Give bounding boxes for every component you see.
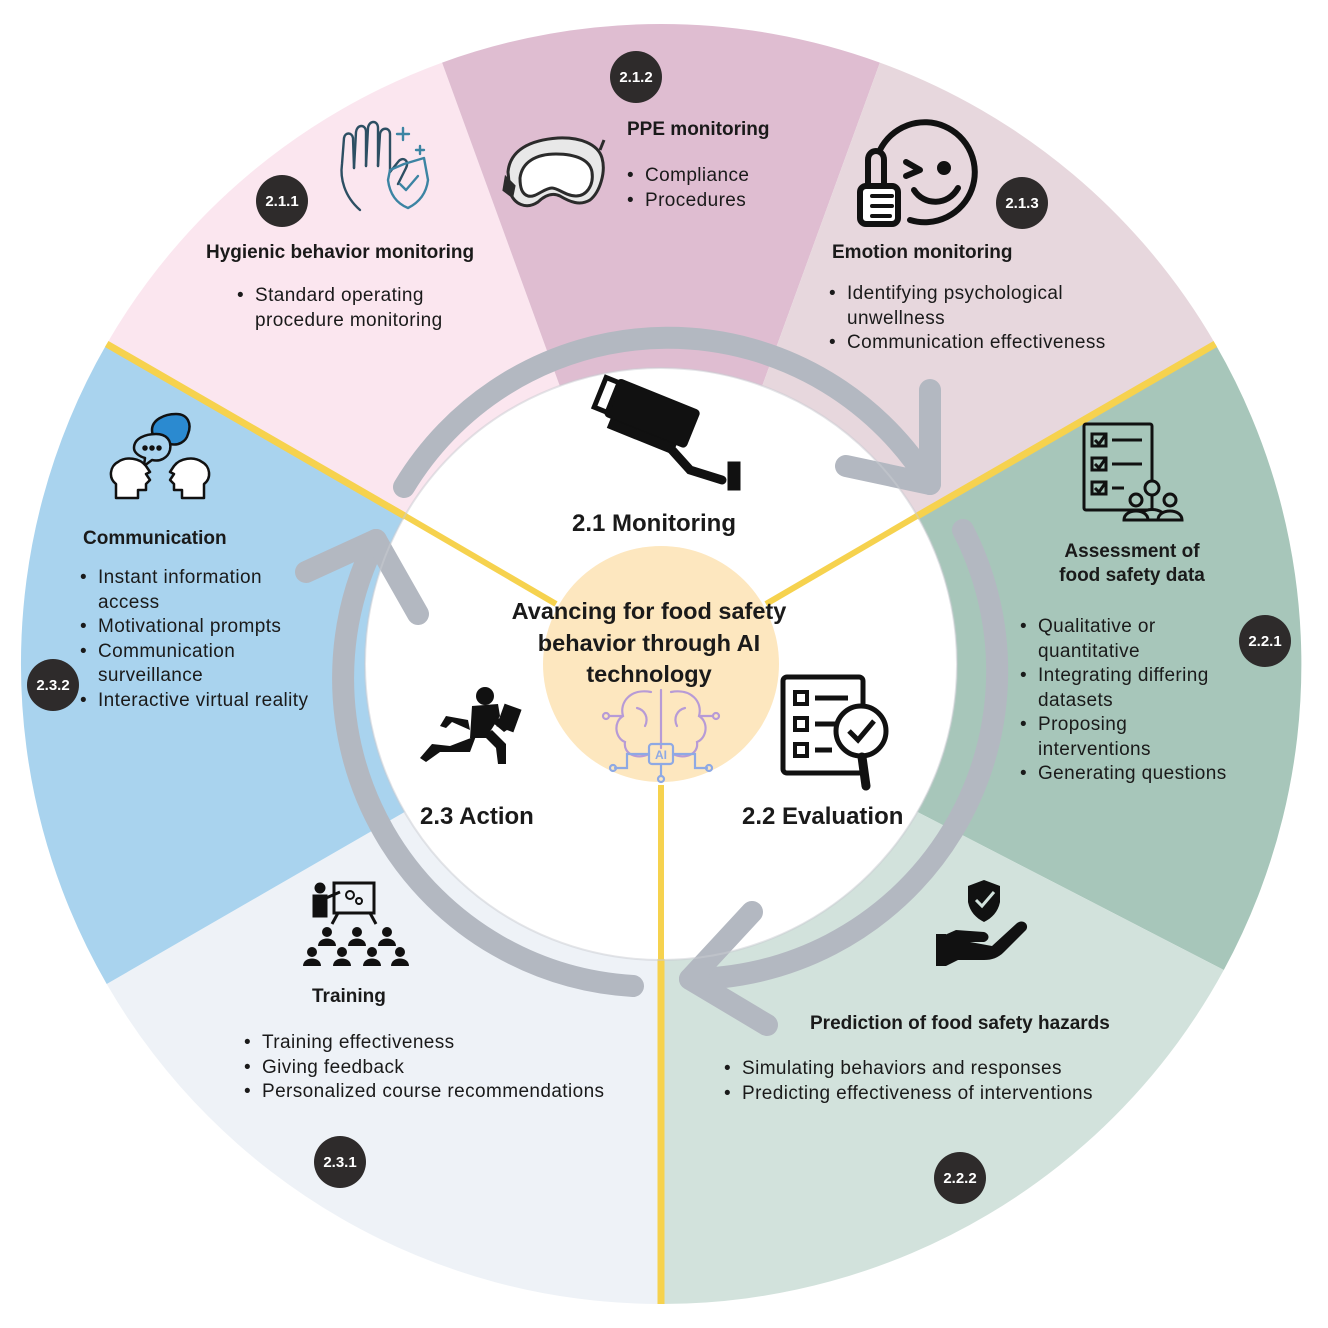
center-disc (543, 546, 779, 782)
list-item: Communication surveillance (80, 640, 315, 689)
badge-2-1-2: 2.1.2 (610, 51, 662, 103)
checklist-group-icon (1082, 422, 1184, 522)
list-item: Personalized course recommendations (244, 1080, 654, 1105)
badge-2-2-2: 2.2.2 (934, 1152, 986, 1204)
ppe-bullets: Compliance Procedures (627, 164, 827, 213)
list-item: Predicting effectiveness of intervention… (724, 1082, 1124, 1107)
hygienic-title: Hygienic behavior monitoring (206, 242, 475, 263)
assessment-bullets: Qualitative or quantitative Integrating … (1020, 615, 1240, 787)
ai-brain-circuit-icon: AI (601, 688, 721, 784)
list-item: Instant information access (80, 566, 315, 615)
list-item: Qualitative or quantitative (1020, 615, 1240, 664)
stage-label-evaluation: 2.2 Evaluation (742, 803, 904, 830)
emotion-bullets: Identifying psychological unwellness Com… (829, 282, 1114, 356)
list-item: Standard operating procedure monitoring (237, 284, 507, 333)
safety-goggles-icon (502, 136, 606, 208)
hygienic-bullets: Standard operating procedure monitoring (237, 284, 507, 333)
communication-bullets: Instant information access Motivational … (80, 566, 315, 713)
badge-2-1-3: 2.1.3 (996, 177, 1048, 229)
winking-face-thumbs-up-icon (857, 119, 978, 227)
hand-shield-sparkle-icon (340, 120, 430, 212)
list-item: Identifying psychological unwellness (829, 282, 1114, 331)
badge-2-1-1: 2.1.1 (256, 175, 308, 227)
list-item: Motivational prompts (80, 615, 315, 640)
list-item: Communication effectiveness (829, 331, 1114, 356)
list-item: Giving feedback (244, 1056, 654, 1081)
stage-dividers (386, 503, 936, 980)
prediction-title: Prediction of food safety hazards (810, 1013, 1110, 1034)
sector-dividers (104, 340, 1218, 1304)
presentation-audience-icon (303, 881, 409, 966)
svg-text:AI: AI (655, 748, 667, 762)
hand-shield-check-icon (936, 880, 1028, 966)
emotion-title: Emotion monitoring (832, 242, 1013, 263)
list-item: Procedures (627, 189, 827, 214)
running-person-briefcase-icon (420, 687, 522, 764)
training-bullets: Training effectiveness Giving feedback P… (244, 1031, 654, 1105)
list-item: Simulating behaviors and responses (724, 1057, 1124, 1082)
stage-label-action: 2.3 Action (420, 803, 534, 830)
prediction-bullets: Simulating behaviors and responses Predi… (724, 1057, 1124, 1106)
list-item: Compliance (627, 164, 827, 189)
cctv-camera-icon (590, 374, 741, 491)
two-heads-speech-bubbles-icon (109, 412, 211, 500)
list-item: Interactive virtual reality (80, 689, 315, 714)
list-item: Generating questions (1020, 762, 1240, 787)
list-item: Integrating differing datasets (1020, 664, 1240, 713)
center-title: Avancing for food safety behavior throug… (511, 598, 787, 687)
assessment-title-line-1: Assessment of (1064, 541, 1200, 562)
badge-2-3-2: 2.3.2 (27, 659, 79, 711)
cycle-ring-inner-edge (364, 367, 958, 961)
communication-title: Communication (83, 528, 227, 549)
list-item: Training effectiveness (244, 1031, 654, 1056)
cycle-arrows (295, 326, 1009, 1036)
ppe-title: PPE monitoring (627, 119, 770, 140)
assessment-title-line-2: food safety data (1059, 565, 1205, 586)
badge-2-3-1: 2.3.1 (314, 1136, 366, 1188)
badge-2-2-1: 2.2.1 (1239, 615, 1291, 667)
assessment-title: Assessment of food safety data (1032, 540, 1232, 588)
checklist-magnifier-icon (780, 674, 889, 791)
list-item: Proposing interventions (1020, 713, 1240, 762)
stage-label-monitoring: 2.1 Monitoring (572, 510, 736, 537)
training-title: Training (312, 986, 386, 1007)
